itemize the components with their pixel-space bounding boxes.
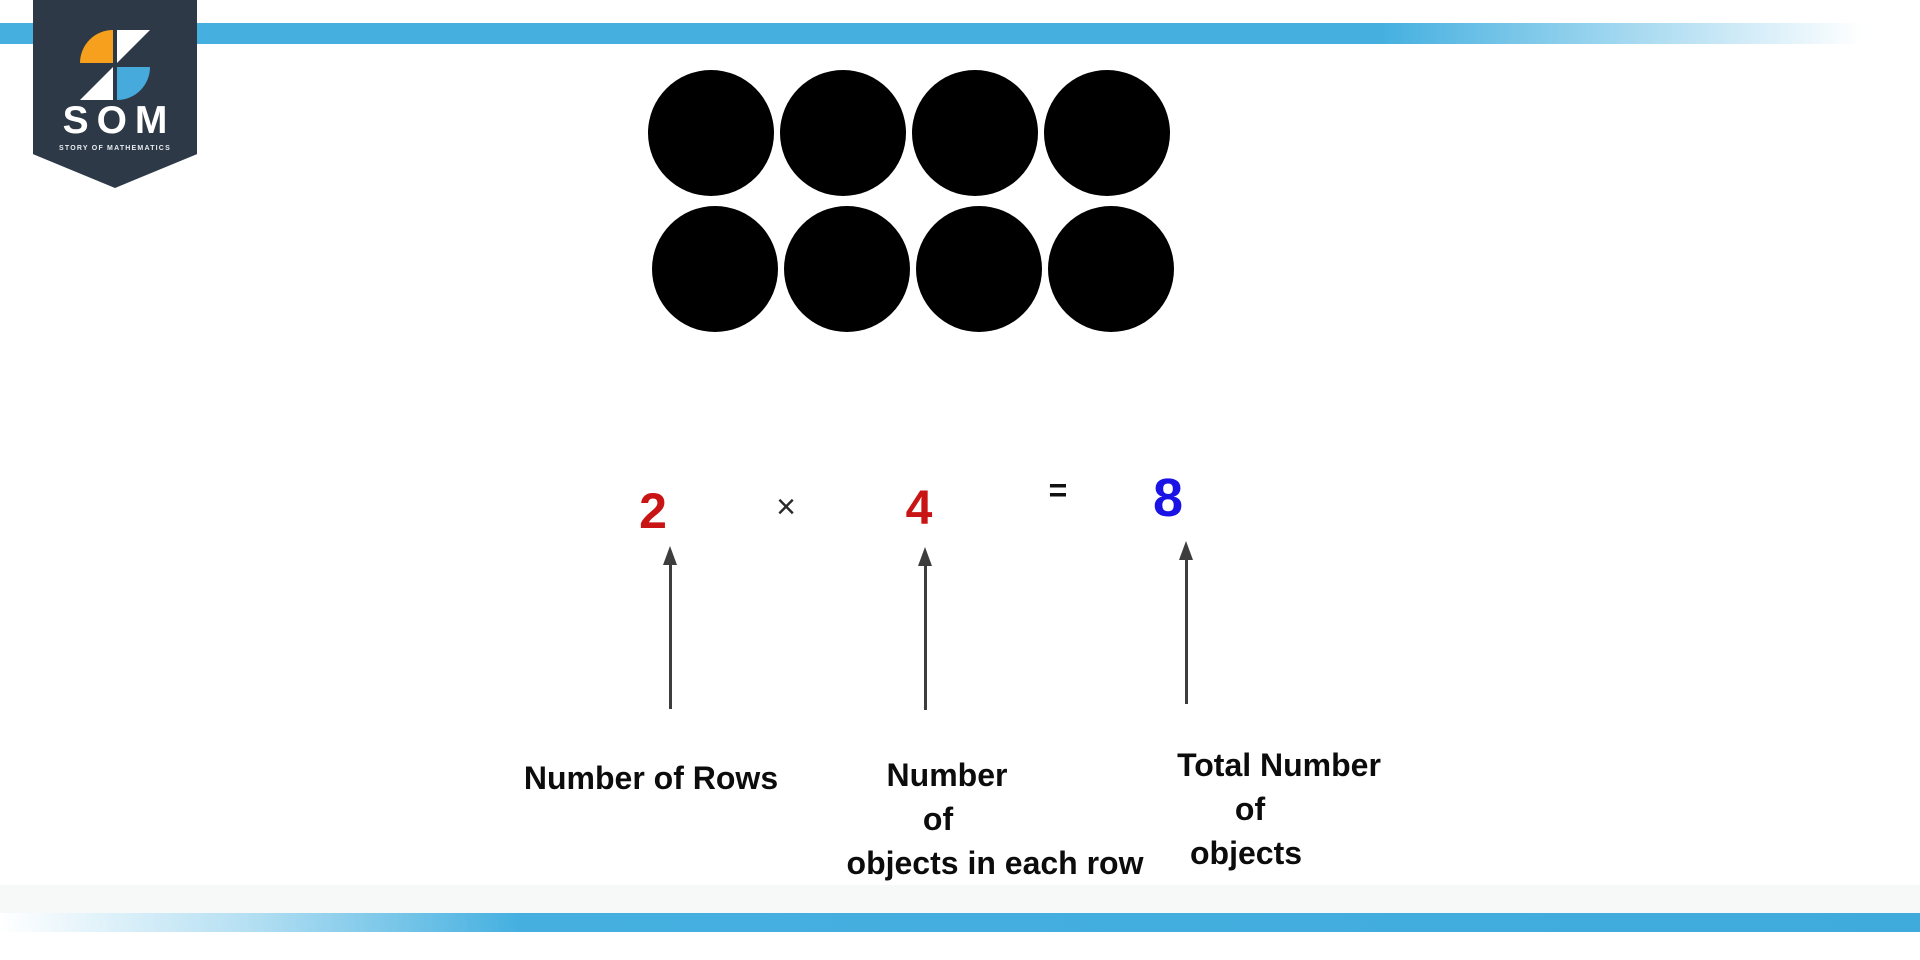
top-accent-stripe [0,23,1920,44]
rows-label: Number of Rows [523,760,779,796]
equals-sign: = [1048,472,1068,508]
logo-triangle-bottom-icon [80,67,113,100]
per-row-label-line: Number [886,757,1008,793]
logo-quarter-blue-icon [117,67,150,100]
arrow-shaft [1184,560,1188,704]
logo-triangle-top-icon [117,30,150,63]
logo-quarter-orange-icon [80,30,113,63]
object-dot [1044,70,1170,196]
total-label-line: of [1234,791,1266,827]
per-row-label-line: objects in each row [846,845,1144,881]
per-row-label-line: of [922,801,954,837]
object-dot [1048,206,1174,332]
object-dot [784,206,910,332]
arrow-head [1179,541,1193,560]
object-dot [780,70,906,196]
brand-name: SOM [62,99,176,142]
total-label-line: objects [1189,835,1303,871]
arrow-shaft [923,566,927,710]
arrow-shaft [668,565,672,709]
arrow-head [663,546,677,565]
arrow-head [918,547,932,566]
multiplication-sign: × [776,488,796,526]
som-logo-icon [80,30,150,100]
per-row-arrow-up-icon [917,547,933,710]
bottom-accent-stripe [0,913,1920,932]
object-dot [648,70,774,196]
brand-tagline: STORY OF MATHEMATICS [59,145,171,152]
object-grid [648,70,1178,332]
brand-badge: SOM STORY OF MATHEMATICS [33,0,197,188]
total-arrow-up-icon [1178,541,1194,704]
objects-per-row-value: 4 [905,482,933,535]
rows-arrow-up-icon [662,546,678,709]
bottom-shade-band [0,885,1920,913]
total-label-line: Total Number [1177,747,1381,783]
object-dot [912,70,1038,196]
object-dot [652,206,778,332]
total-objects-value: 8 [1152,468,1184,528]
number-of-rows-value: 2 [639,483,667,539]
object-dot [916,206,1042,332]
